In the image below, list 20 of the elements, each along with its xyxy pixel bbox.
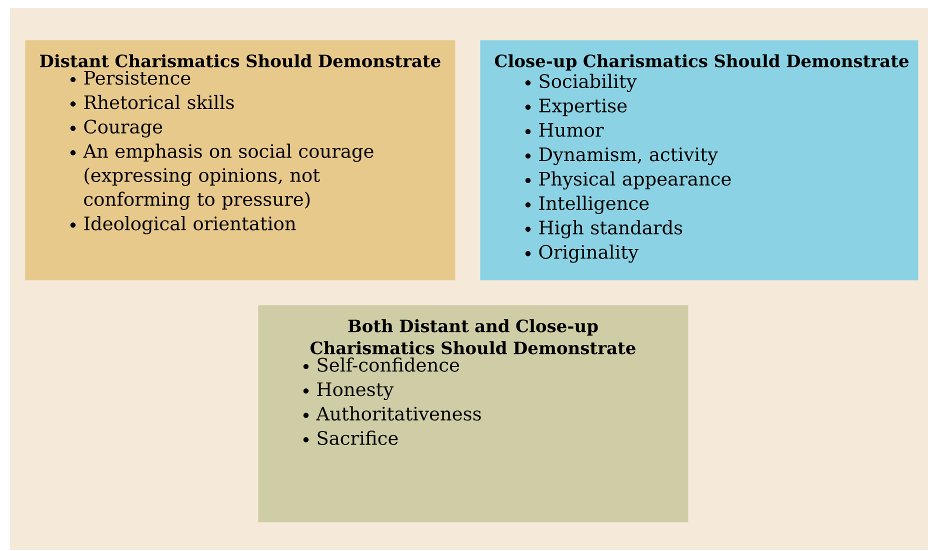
list-item: Persistence bbox=[84, 70, 190, 85]
list-item: An emphasis on social courage (expressing opinions, not conforming to pressure) bbox=[83, 144, 374, 210]
heading: Distant Charismatics Should Demonstrate bbox=[40, 54, 440, 68]
list-item: Expertise bbox=[539, 98, 627, 116]
list-item: Ideological orientation bbox=[84, 216, 296, 234]
list-item: Rhetorical skills bbox=[84, 94, 234, 110]
list-item: Sacrifice bbox=[318, 430, 398, 446]
list-item: Physical appearance bbox=[539, 171, 731, 190]
list-item: Sociability bbox=[540, 74, 637, 92]
list-item: Dynamism, activity bbox=[539, 147, 718, 166]
heading: Close-up Charismatics Should Demonstrate bbox=[494, 54, 909, 71]
list-item: Authoritativeness bbox=[316, 406, 481, 421]
heading: Both Distant and Close-up Charismatics Should Demonstrate bbox=[310, 319, 636, 354]
list-item: Originality bbox=[539, 244, 638, 263]
list-item: Self-confidence bbox=[318, 357, 460, 372]
list-item: Honesty bbox=[317, 382, 394, 400]
list-item: Courage bbox=[84, 120, 162, 138]
list-item: High standards bbox=[539, 220, 682, 238]
list-item: Humor bbox=[539, 123, 604, 137]
list-item: Intelligence bbox=[539, 196, 649, 214]
